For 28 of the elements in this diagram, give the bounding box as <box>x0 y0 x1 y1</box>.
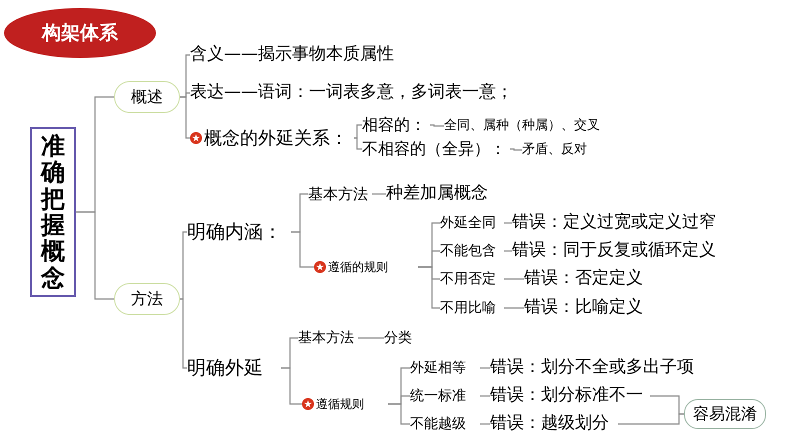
connector-line <box>358 337 384 339</box>
connector-line <box>480 367 490 369</box>
connector-line <box>180 96 190 139</box>
connector-line <box>354 124 362 139</box>
connector-line <box>388 403 410 425</box>
connector-line <box>372 193 386 195</box>
connector-line <box>430 124 444 127</box>
connector-line <box>180 231 187 300</box>
topic-box: 准确把握概念 <box>30 127 76 297</box>
title-ellipse: 构架体系 <box>4 8 156 58</box>
topic-text: 遵循的规则 <box>328 259 388 276</box>
note-pill: 容易混淆 <box>684 399 766 429</box>
topic-text: 遵循规则 <box>316 396 364 413</box>
topic-text: 概念的外延关系： <box>204 126 348 150</box>
connector-line <box>480 395 490 397</box>
connector-line <box>180 298 187 369</box>
connector-line <box>504 278 524 280</box>
connector-line <box>418 266 440 309</box>
connector-line <box>76 211 114 300</box>
connector-line <box>510 148 522 151</box>
connector-line <box>504 307 524 309</box>
connector-line <box>618 413 684 425</box>
connector-line <box>281 367 302 405</box>
connector-line <box>291 231 314 268</box>
connector-line <box>354 137 362 150</box>
branch-pill: 方法 <box>114 283 180 315</box>
branch-pill: 概述 <box>114 81 180 113</box>
connector-line <box>480 423 490 425</box>
